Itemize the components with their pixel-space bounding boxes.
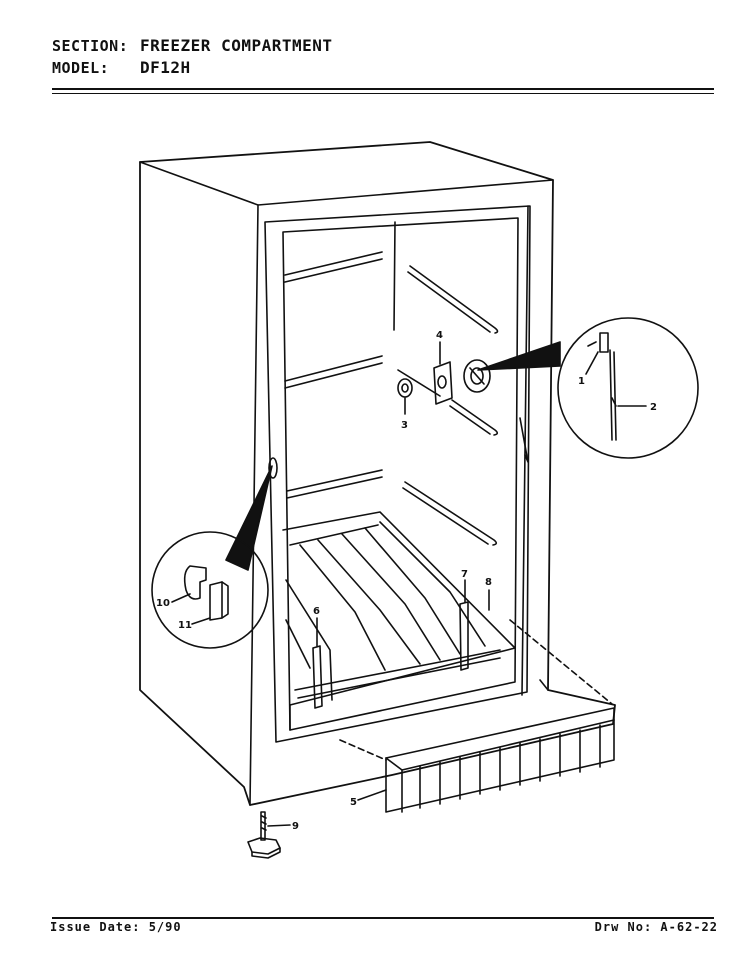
callout-2: 2 — [650, 402, 657, 413]
model-header: MODEL: DF12H — [52, 58, 191, 77]
left-shelf-rails — [284, 251, 383, 499]
floor-wire-rack — [285, 521, 501, 701]
model-value: DF12H — [140, 58, 191, 77]
detail-zoom-left — [151, 457, 278, 649]
callout-10: 10 — [156, 598, 170, 609]
callout-5: 5 — [350, 797, 357, 808]
right-shelf-rails — [397, 265, 499, 546]
thermostat-parts — [397, 359, 491, 405]
model-label: MODEL: — [52, 59, 110, 77]
divider-brackets — [312, 601, 469, 709]
callout-6: 6 — [313, 606, 320, 617]
section-label: SECTION: — [52, 37, 129, 55]
leader-lines — [171, 341, 647, 827]
callout-7: 7 — [461, 569, 468, 580]
section-header: SECTION: FREEZER COMPARTMENT — [52, 36, 333, 55]
callout-9: 9 — [292, 821, 299, 832]
cabinet-shell — [139, 141, 616, 806]
issue-date: Issue Date: 5/90 — [50, 920, 182, 934]
toe-grille — [339, 619, 615, 813]
callout-8: 8 — [485, 577, 492, 588]
leveling-leg — [247, 811, 281, 859]
header-rule-top — [52, 88, 714, 90]
section-value: FREEZER COMPARTMENT — [140, 36, 333, 55]
footer-rule — [52, 917, 714, 919]
header-rule-bottom — [52, 93, 714, 94]
callout-3: 3 — [401, 420, 408, 431]
detail-zoom-right — [477, 317, 699, 459]
drawing-number: Drw No: A-62-22 — [594, 920, 718, 934]
callout-1: 1 — [578, 376, 585, 387]
callout-4: 4 — [436, 330, 443, 341]
callout-labels: 1 2 3 4 5 6 7 8 9 10 11 — [156, 330, 657, 832]
callout-11: 11 — [178, 620, 192, 631]
